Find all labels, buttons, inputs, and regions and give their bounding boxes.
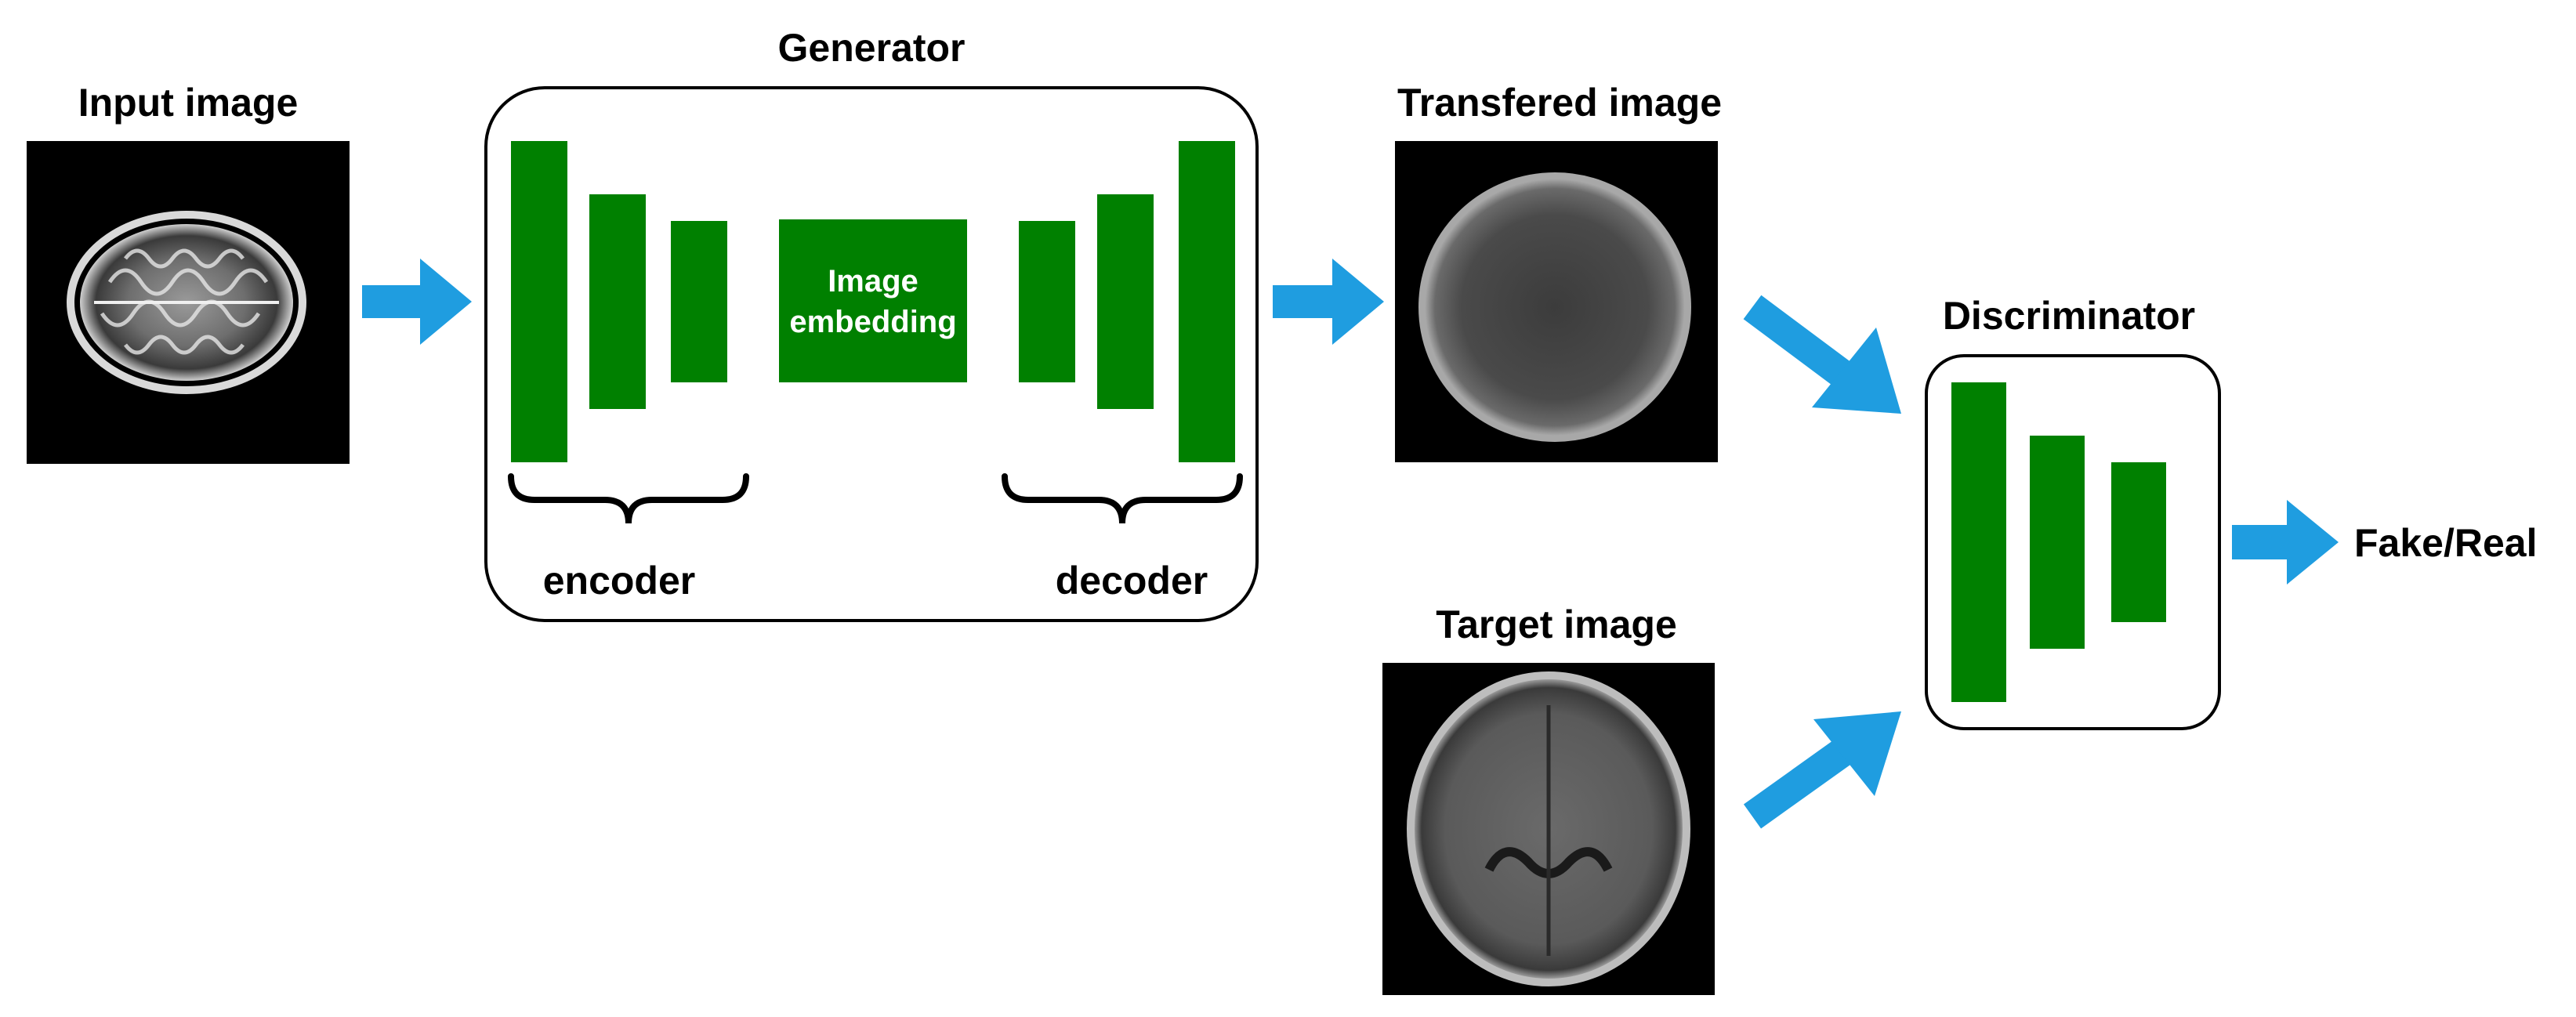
arrow-input-to-generator [362,259,472,345]
generator-title: Generator [778,26,966,70]
transfered-brain-tissue [1422,176,1688,439]
target-brain-skull [1407,671,1690,986]
encoder-layer-2 [589,194,646,409]
decoder-layer-2 [1097,194,1154,409]
target-image-title: Target image [1436,603,1677,646]
input-image [27,141,350,464]
input-brain-gyri [100,248,269,355]
embedding-label-line1: Image [828,264,918,299]
encoder-layer-3 [671,221,727,382]
encoder-label: encoder [543,559,696,603]
embedding-label-line2: embedding [789,305,956,339]
decoder-brace [1002,473,1243,524]
target-image [1382,663,1715,995]
arrow-target-to-discriminator [1743,711,1901,829]
decoder-layer-1 [1019,221,1075,382]
discriminator-layer-1 [1951,382,2006,702]
arrow-generator-to-transfered [1273,259,1384,345]
arrow-discriminator-to-output [2232,500,2339,585]
input-image-title: Input image [78,81,299,125]
decoder-label: decoder [1056,559,1208,603]
input-brain-skull [67,211,306,394]
transfered-image-title: Transfered image [1397,81,1722,125]
transfered-brain-skull [1418,172,1691,442]
discriminator-layer-3 [2111,462,2166,622]
output-label: Fake/Real [2354,521,2537,565]
discriminator-layer-2 [2030,436,2085,649]
image-embedding-block [779,219,967,382]
encoder-brace [508,473,749,524]
discriminator-title: Discriminator [1943,294,2195,338]
transfered-image [1395,141,1718,462]
arrow-transfered-to-discriminator [1743,295,1901,414]
encoder-layer-1 [511,141,567,462]
decoder-layer-3 [1179,141,1235,462]
